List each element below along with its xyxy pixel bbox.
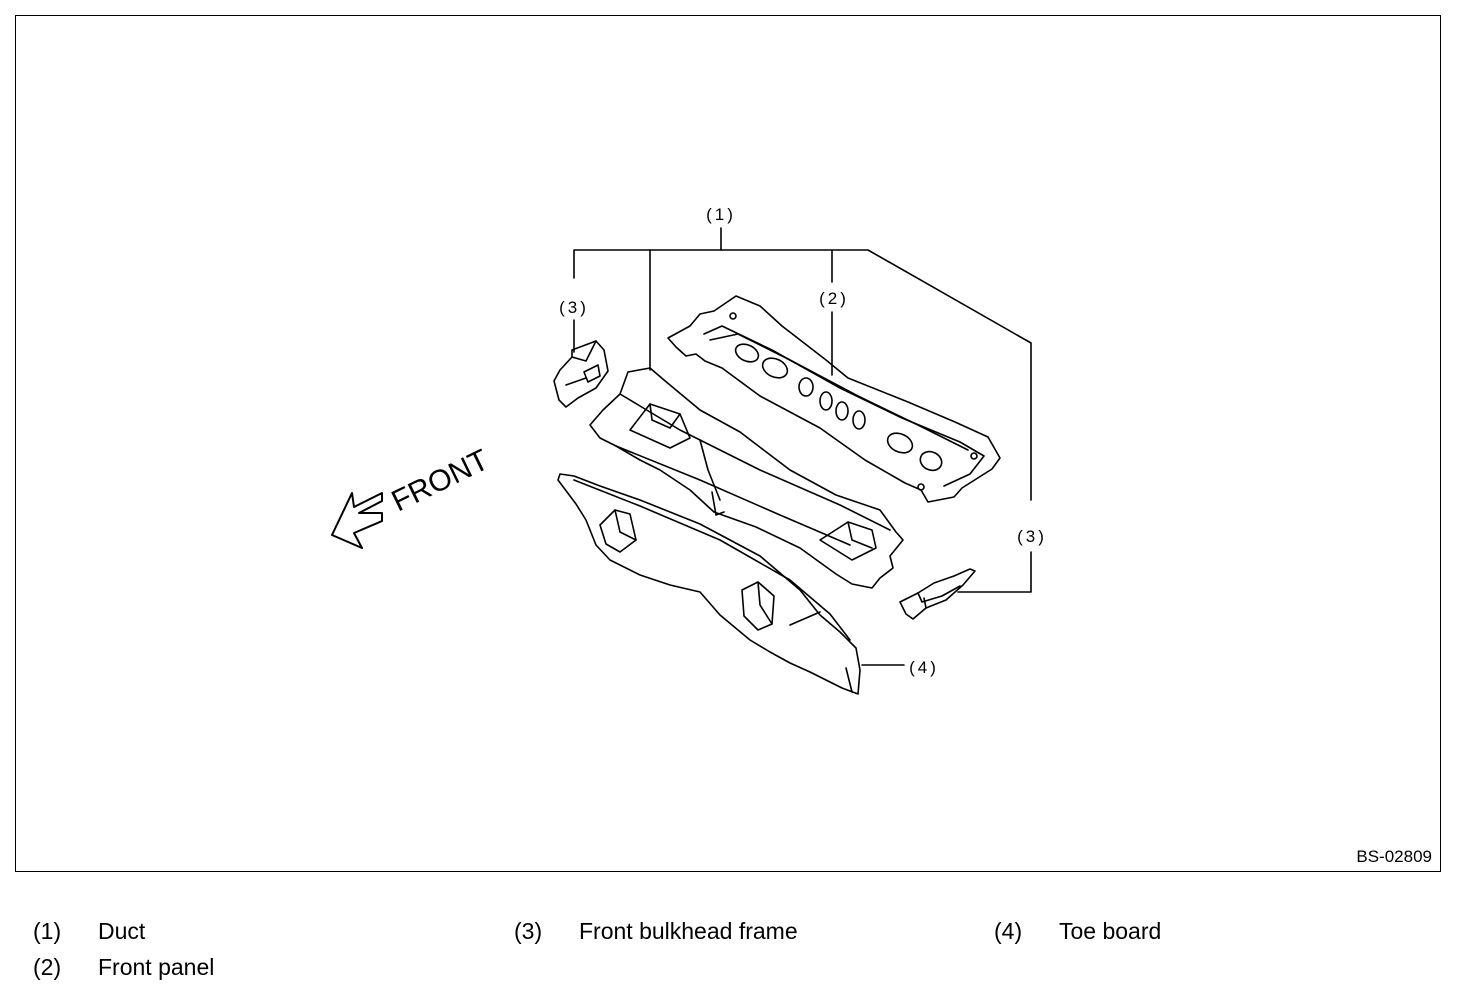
- legend-label: Front bulkhead frame: [579, 918, 798, 944]
- legend-number: (3): [514, 918, 543, 944]
- toe-board-part: [557, 473, 861, 695]
- leader-lines: [573, 227, 1032, 666]
- bulkhead-frame-left-part: [553, 340, 609, 408]
- legend-label: Toe board: [1059, 918, 1162, 944]
- front-arrow: [331, 492, 383, 549]
- duct-part: [589, 367, 904, 589]
- callout-4: (4): [909, 658, 939, 677]
- legend-number: (1): [33, 918, 62, 944]
- legend-label: Duct: [98, 918, 146, 944]
- front-panel-part: [667, 295, 1001, 503]
- legend-number: (2): [33, 954, 62, 980]
- callout-2: (2): [819, 289, 849, 308]
- legend-number: (4): [994, 918, 1023, 944]
- legend-label: Front panel: [98, 954, 215, 980]
- bulkhead-frame-right-part: [899, 568, 976, 620]
- callout-1: (1): [706, 205, 736, 224]
- figure-code: BS-02809: [1356, 847, 1432, 866]
- front-label: FRONT: [387, 443, 494, 518]
- parts-legend: (1) Duct (2) Front panel (3) Front bulkh…: [0, 912, 1472, 992]
- figure-frame: BS-02809: [15, 15, 1441, 872]
- callout-3-right: (3): [1017, 527, 1047, 546]
- callout-3-left: (3): [559, 298, 589, 317]
